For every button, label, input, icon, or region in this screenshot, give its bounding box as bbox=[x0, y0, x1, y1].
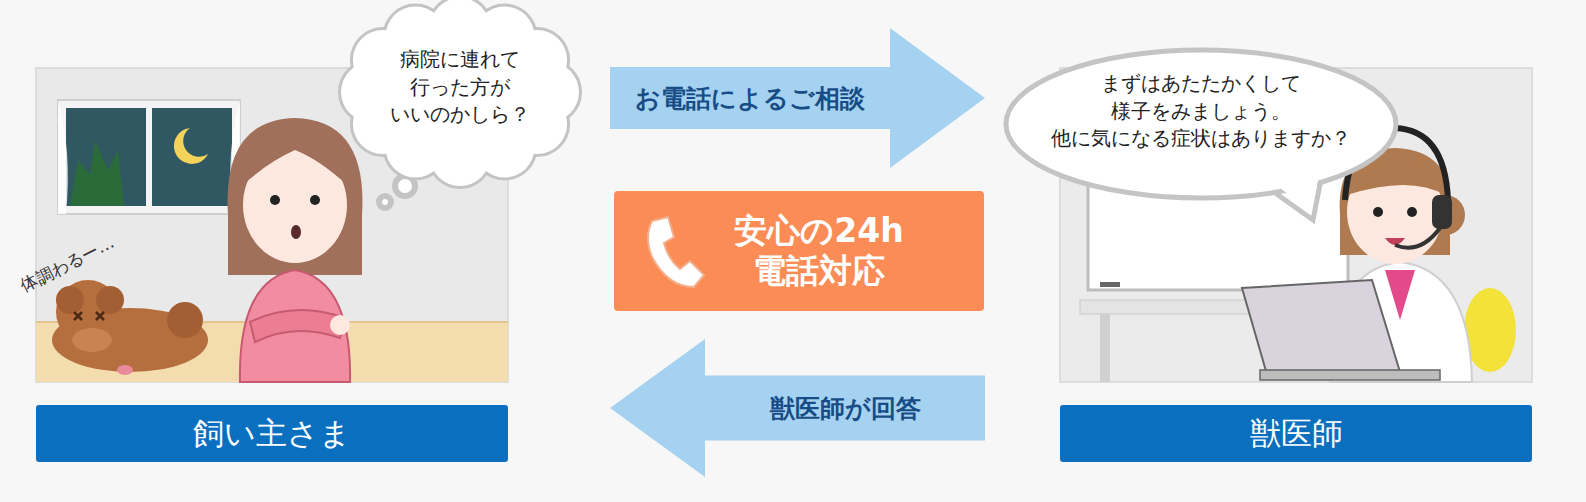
block-arrow bbox=[610, 339, 985, 477]
owner-panel: 病院に連れて 行った方が いいのかしら？飼い主さま bbox=[36, 68, 508, 462]
speech-bubble: まずはあたたかくして 様子をみましょう。 他に気になる症状はありますか？ bbox=[1002, 46, 1400, 222]
phone-service-box: 安心の24h 電話対応 bbox=[614, 191, 984, 311]
service-text: 安心の24h 電話対応 bbox=[724, 211, 914, 290]
thought-bubble: 病院に連れて 行った方が いいのかしら？ bbox=[345, 8, 575, 208]
phone-icon bbox=[638, 213, 708, 293]
bubble-text: 病院に連れて 行った方が いいのかしら？ bbox=[385, 46, 535, 129]
arrow-label: 獣医師が回答 bbox=[770, 392, 921, 425]
block-arrow bbox=[610, 28, 985, 168]
vet-panel: まずはあたたかくして 様子をみましょう。 他に気になる症状はありますか？獣医師 bbox=[1060, 68, 1532, 462]
role-label: 獣医師 bbox=[1060, 405, 1532, 462]
bubble-text: まずはあたたかくして 様子をみましょう。 他に気になる症状はありますか？ bbox=[1036, 70, 1366, 153]
arrow-label: お電話によるご相談 bbox=[635, 82, 865, 115]
role-label: 飼い主さま bbox=[36, 405, 508, 462]
